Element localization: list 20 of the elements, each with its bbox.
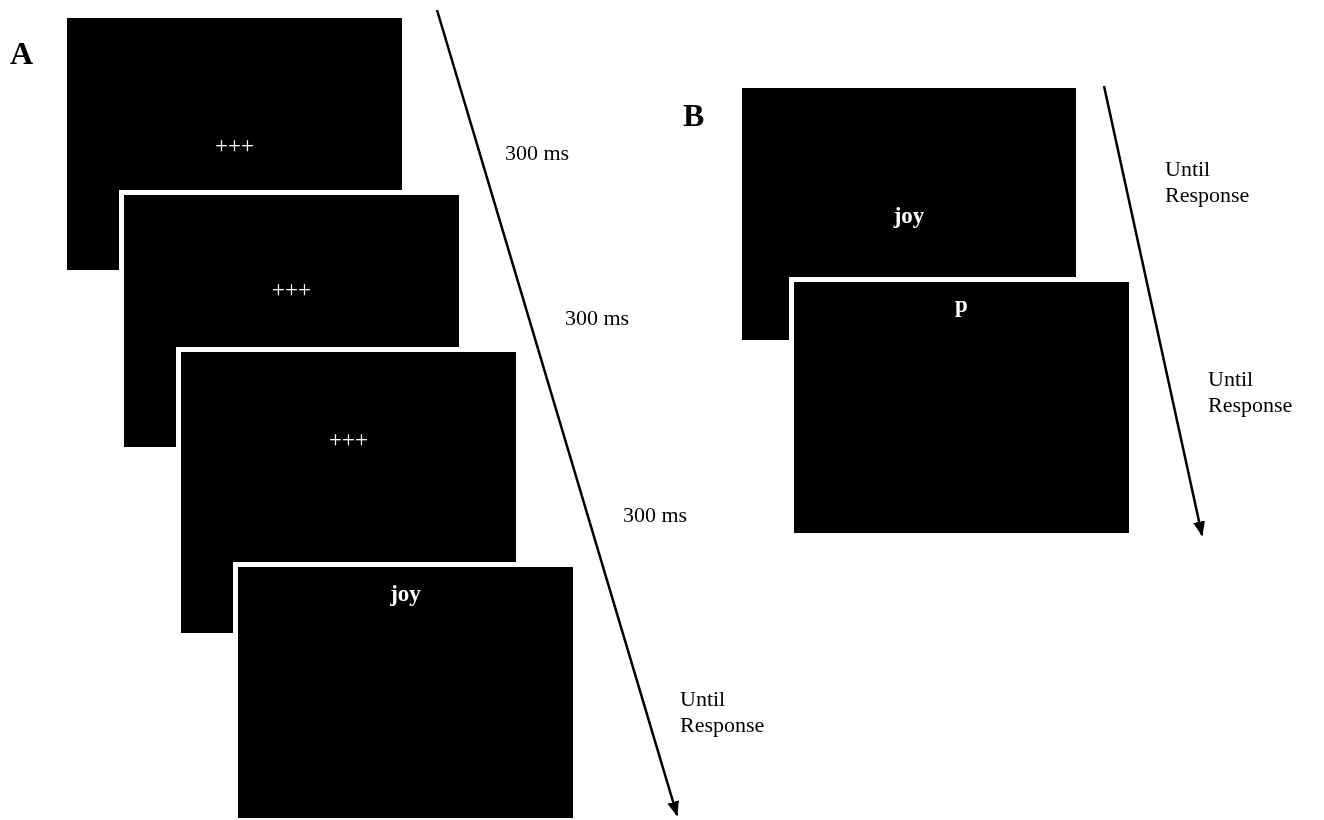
duration-label: 300 ms xyxy=(505,140,570,166)
stimulus-screen xyxy=(124,195,459,447)
stimulus-text: +++ xyxy=(328,427,369,453)
duration-label: Until Response xyxy=(1208,366,1294,418)
stimulus-text: joy xyxy=(892,203,926,229)
stimulus-screen xyxy=(181,352,516,633)
duration-label: Until Response xyxy=(1165,156,1251,208)
stimulus-text: joy xyxy=(389,581,422,607)
duration-label: 300 ms xyxy=(623,502,688,528)
stimulus-screen xyxy=(742,88,1076,340)
stimulus-screen xyxy=(794,282,1129,533)
panel-letter: A xyxy=(10,40,34,66)
stimulus-text: +++ xyxy=(214,133,255,159)
duration-label: Until Response xyxy=(680,686,766,738)
stimulus-screen xyxy=(67,18,402,270)
stimulus-text: p xyxy=(954,292,969,318)
stimulus-screen xyxy=(238,567,573,818)
stimulus-text: +++ xyxy=(271,277,312,303)
duration-label: 300 ms xyxy=(565,305,630,331)
panel-letter: B xyxy=(683,102,705,128)
